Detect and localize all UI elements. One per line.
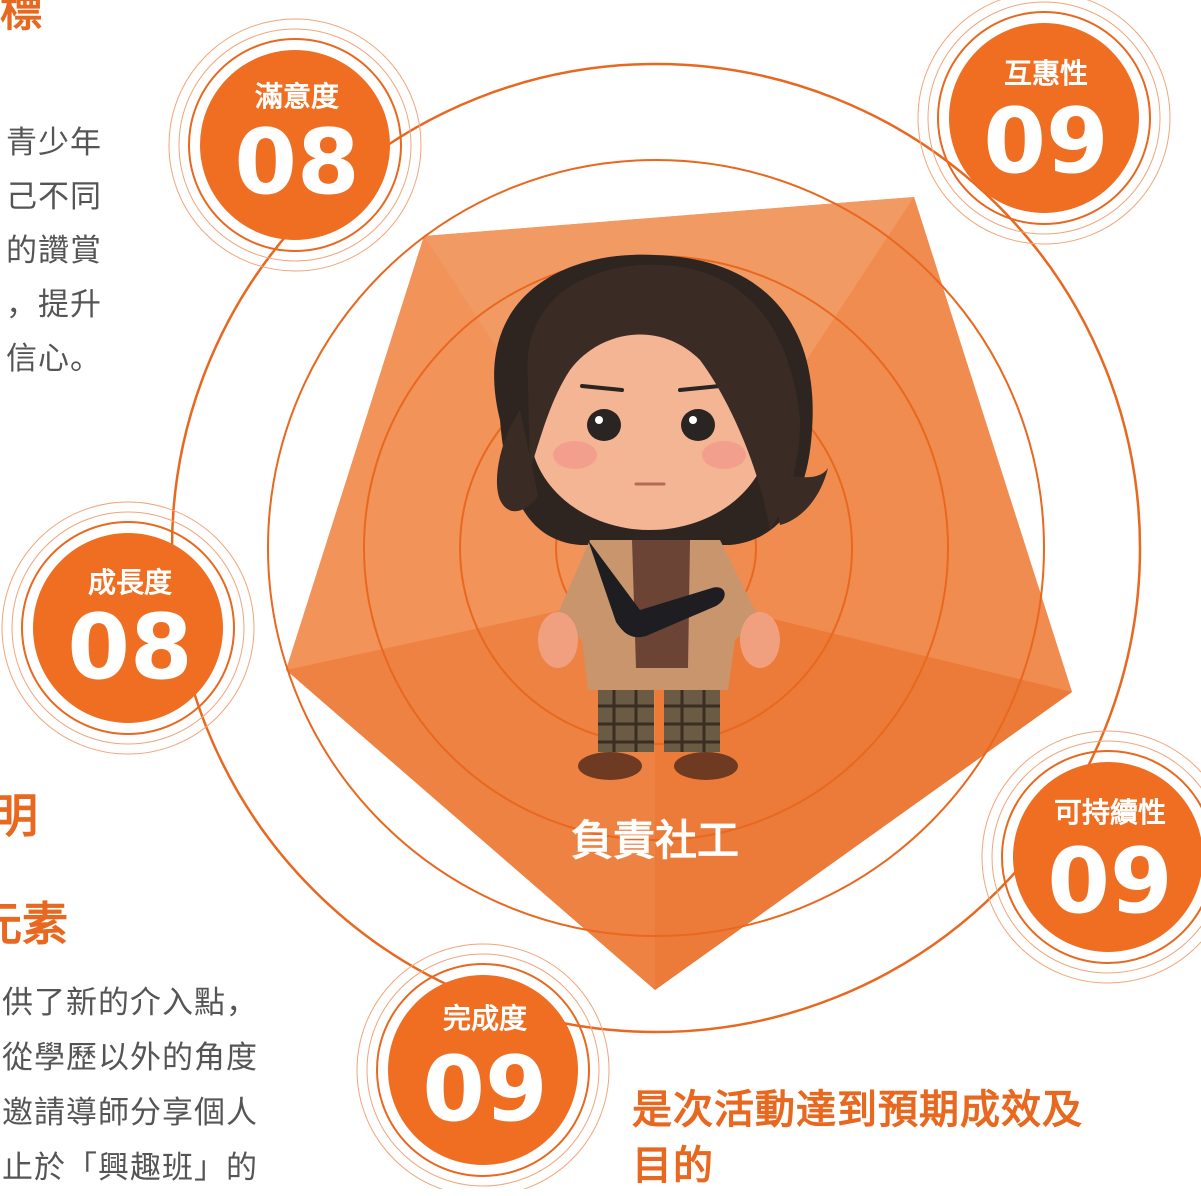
badge-completion: 完成度 09 <box>356 943 610 1189</box>
badge-value: 09 <box>1047 829 1172 934</box>
heading-fragment-2: 元素 <box>0 897 68 951</box>
center-label: 負責社工 <box>571 816 739 865</box>
paragraph-bottom: 供了新的介入點， 從學歷以外的角度 邀請導師分享個人 止於「興趣班」的 <box>2 976 258 1196</box>
paragraph-line: 己不同 <box>6 179 102 215</box>
badge-value: 08 <box>67 595 192 700</box>
badge-label: 滿意度 <box>255 80 339 113</box>
badge-reciprocity: 互惠性 09 <box>917 0 1171 245</box>
paragraph-line: 邀請導師分享個人 <box>2 1095 258 1131</box>
paragraph-line: ，提升 <box>6 287 102 323</box>
paragraph-line: 青少年 <box>6 125 102 161</box>
heading-fragment-1: 明 <box>0 789 38 843</box>
badge-label: 可持續性 <box>1054 796 1166 829</box>
paragraph-line: 的讚賞 <box>6 233 102 269</box>
badge-label: 成長度 <box>88 566 172 599</box>
badge-sustainability: 可持續性 09 <box>981 730 1201 984</box>
conclusion-line: 是次活動達到預期成效及 <box>632 1087 1083 1133</box>
badge-label: 互惠性 <box>1004 57 1088 90</box>
paragraph-line: 信心。 <box>6 341 102 377</box>
paragraph-line: 從學歷以外的角度 <box>2 1040 258 1076</box>
badge-value: 09 <box>422 1037 547 1142</box>
paragraph-top: 青少年 己不同 的讚賞 ，提升 信心。 <box>6 116 102 386</box>
paragraph-line: 止於「興趣班」的 <box>2 1150 258 1186</box>
conclusion-line: 目的 <box>632 1143 714 1189</box>
heading-fragment-top: 標 <box>0 0 43 36</box>
badge-value: 08 <box>234 110 359 215</box>
conclusion-text: 是次活動達到預期成效及 目的 <box>632 1082 1083 1194</box>
paragraph-line: 供了新的介入點， <box>2 985 258 1021</box>
social-worker-avatar <box>494 254 828 780</box>
badge-value: 09 <box>983 89 1108 194</box>
badge-growth: 成長度 08 <box>1 501 255 755</box>
badge-satisfaction: 滿意度 08 <box>168 18 422 272</box>
badge-label: 完成度 <box>443 1002 527 1035</box>
